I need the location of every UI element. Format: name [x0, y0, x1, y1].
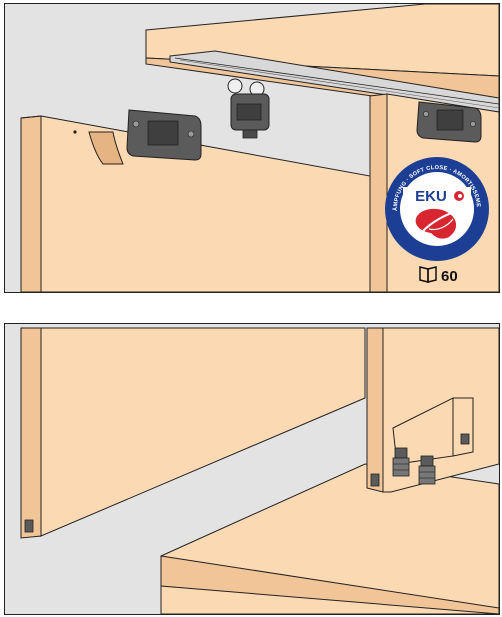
- trolley-runner: [227, 78, 270, 139]
- top-illustration-panel: DÄMPFUNG · SOFT CLOSE · AMORTISSEMENT EK…: [4, 3, 500, 293]
- partition-bracket: [416, 101, 482, 143]
- floor-board: [160, 463, 499, 614]
- stile-guide-slot: [460, 433, 470, 445]
- page-reference: 60: [419, 266, 458, 285]
- top-panel-drawing: DÄMPFUNG · SOFT CLOSE · AMORTISSEMENT EK…: [20, 4, 499, 292]
- bottom-illustration-panel: [4, 323, 500, 615]
- sliding-door: [20, 327, 366, 539]
- eku-soft-close-badge: DÄMPFUNG · SOFT CLOSE · AMORTISSEMENT EK…: [385, 157, 489, 261]
- partition-guide-slot: [370, 473, 380, 487]
- brand-name: EKU: [415, 188, 447, 205]
- sliding-door: [20, 115, 371, 292]
- book-icon: [419, 266, 437, 283]
- page-number: 60: [441, 268, 458, 285]
- floor-guide-right: [418, 455, 436, 485]
- floor-guide-left: [392, 447, 410, 477]
- running-track: [169, 50, 499, 113]
- brand-plate: [403, 187, 471, 204]
- door-bracket: [126, 109, 202, 161]
- door-guide-slot: [24, 519, 34, 533]
- bottom-panel-drawing: [20, 327, 499, 614]
- inner-stile: [392, 397, 474, 465]
